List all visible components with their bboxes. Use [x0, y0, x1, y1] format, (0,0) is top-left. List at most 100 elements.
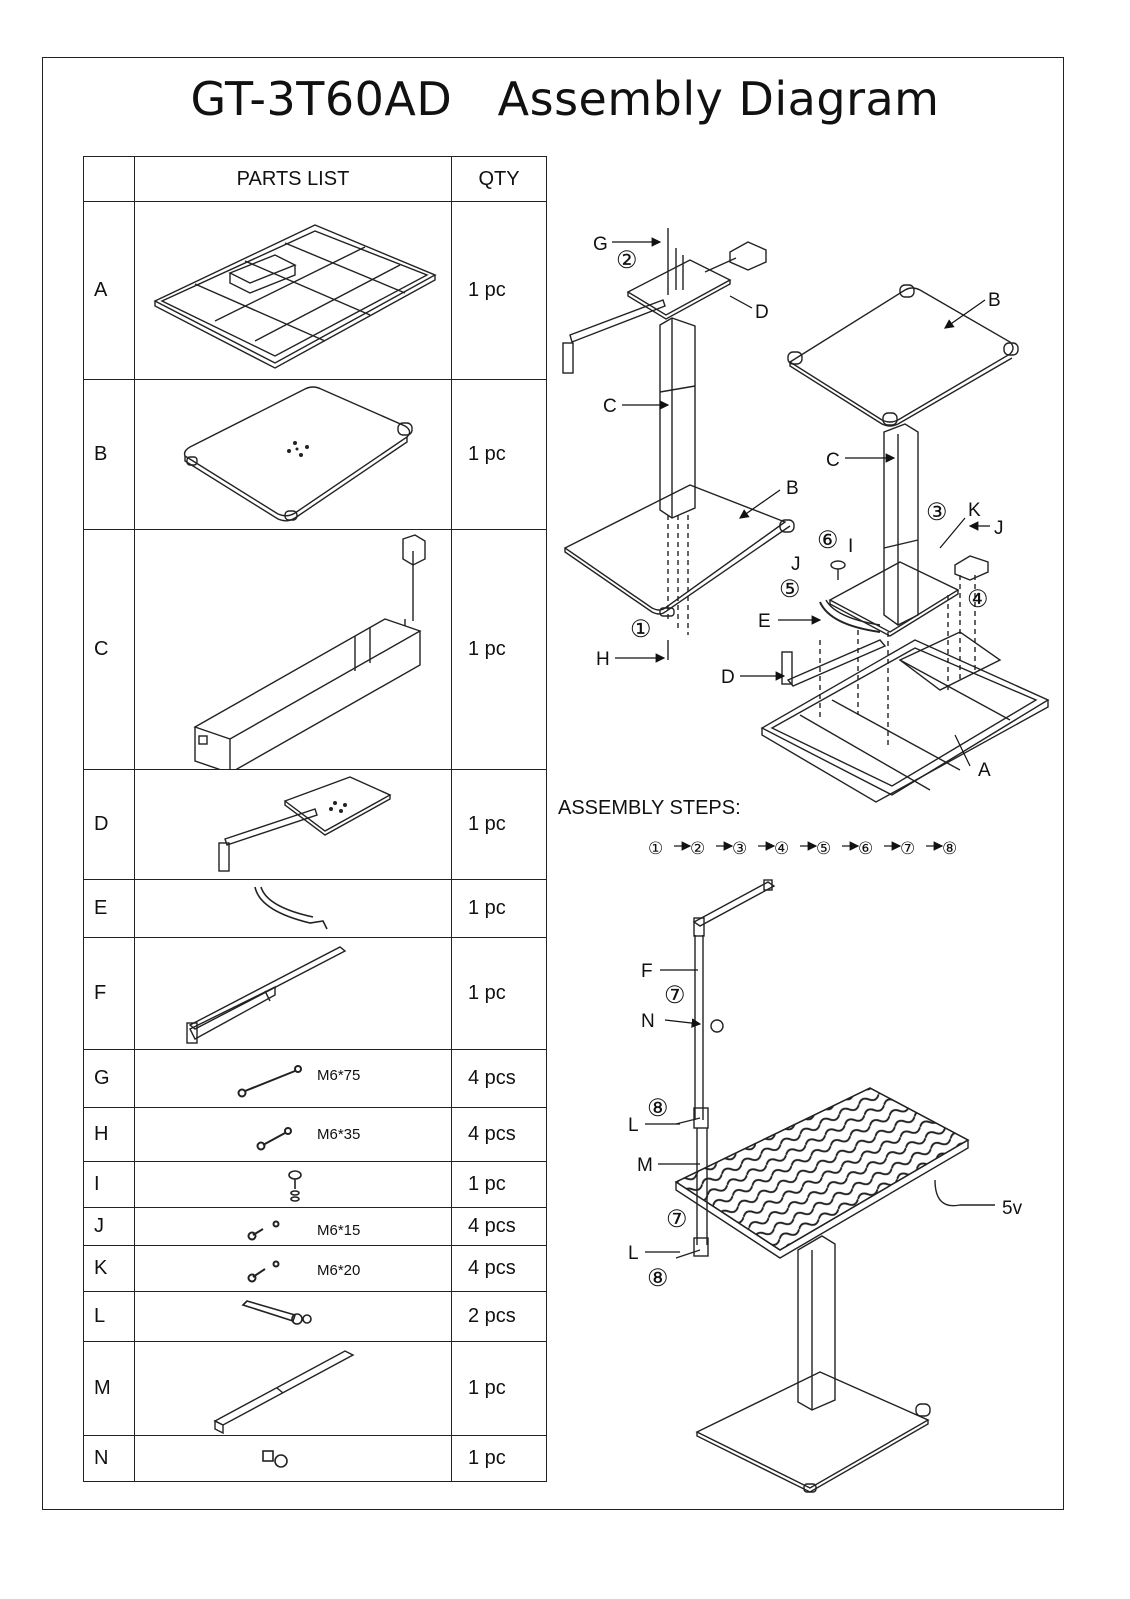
page-title: GT-3T60AD Assembly Diagram [190, 72, 940, 126]
label-M: M [637, 1155, 653, 1176]
clamp-knob-icon [134, 1435, 452, 1482]
step-marker: ① [630, 616, 652, 643]
page-frame [42, 57, 1064, 1510]
table-row: M 1 pc [83, 1341, 547, 1436]
table-row: D 1 pc [83, 769, 547, 880]
lever-handle-icon [134, 1291, 452, 1342]
label-L: L [628, 1115, 639, 1136]
part-spec: M6*15 [317, 1222, 361, 1239]
callouts [612, 237, 990, 1253]
label-D: D [721, 667, 735, 688]
table-row: E 1 pc [83, 879, 547, 938]
part-qty: 2 pcs [451, 1291, 547, 1342]
label-N: N [641, 1011, 655, 1032]
part-spec: M6*35 [317, 1126, 361, 1143]
step-1: ① [648, 839, 663, 858]
part-letter: I [83, 1161, 135, 1208]
part-qty: 1 pc [451, 769, 547, 880]
step-marker: ⑧ [647, 1265, 669, 1292]
part-letter: M [83, 1341, 135, 1436]
assembly-steps-label: ASSEMBLY STEPS: [558, 797, 741, 819]
exploded-view-right [760, 284, 1050, 803]
header-parts-list: PARTS LIST [134, 156, 452, 202]
part-letter: L [83, 1291, 135, 1342]
part-qty: 1 pc [451, 529, 547, 770]
short-bolt-icon: M6*15 [134, 1207, 452, 1246]
step-sequence: ① ② ③ ④ ⑤ ⑥ ⑦ ⑧ [648, 839, 957, 858]
post-bar-icon [134, 1341, 452, 1436]
part-letter: N [83, 1435, 135, 1482]
header-qty: QTY [451, 156, 547, 202]
part-qty: 1 pc [451, 1161, 547, 1208]
callout-labels: G D C B H B C K J I J E D A F N L M L 5v [593, 234, 1023, 1264]
exploded-view-left [562, 228, 795, 660]
step-marker: ④ [967, 586, 989, 613]
label-L: L [628, 1243, 639, 1264]
label-K: K [968, 500, 981, 521]
part-letter: J [83, 1207, 135, 1246]
base-plate-icon [134, 379, 452, 530]
part-qty: 4 pcs [451, 1049, 547, 1108]
label-B: B [786, 478, 799, 499]
part-letter: E [83, 879, 135, 938]
part-letter: F [83, 937, 135, 1050]
label-C: C [603, 396, 617, 417]
label-D: D [755, 302, 769, 323]
step-4: ④ [774, 839, 789, 858]
part-letter: G [83, 1049, 135, 1108]
part-letter: A [83, 201, 135, 380]
step-8: ⑧ [942, 839, 957, 858]
table-row: K M6*20 4 pcs [83, 1245, 547, 1292]
label-J: J [791, 554, 801, 575]
step-marker: ⑦ [664, 982, 686, 1009]
grooming-table-frame-icon [134, 201, 452, 380]
label-C: C [826, 450, 840, 471]
table-row: A 1 pc [83, 201, 547, 380]
assembled-view [674, 879, 995, 1493]
table-row: N 1 pc [83, 1435, 547, 1482]
step-marker: ② [616, 247, 638, 274]
lift-column-icon [134, 529, 452, 770]
step-3: ③ [732, 839, 747, 858]
parts-table-header: PARTS LIST QTY [83, 156, 547, 202]
table-row: C 1 pc [83, 529, 547, 770]
label-J: J [994, 518, 1004, 539]
label-H: H [596, 649, 610, 670]
part-qty: 1 pc [451, 937, 547, 1050]
parts-table: PARTS LIST QTY A 1 pc [83, 156, 547, 1482]
label-E: E [758, 611, 771, 632]
label-I: I [848, 536, 853, 557]
medium-bolt-icon: M6*35 [134, 1107, 452, 1162]
label-B: B [988, 290, 1001, 311]
label-power: 5v [1002, 1198, 1023, 1219]
part-qty: 4 pcs [451, 1245, 547, 1292]
step-7: ⑦ [900, 839, 915, 858]
step-markers: ② ① ③ ⑥ ⑤ ④ ⑦ ⑧ ⑦ ⑧ [616, 247, 989, 1292]
short-bolt-icon: M6*20 [134, 1245, 452, 1292]
label-A: A [978, 760, 991, 781]
part-spec: M6*75 [317, 1067, 361, 1084]
step-marker: ⑦ [666, 1206, 688, 1233]
mounting-plate-arm-icon [134, 769, 452, 880]
step-marker: ⑧ [647, 1095, 669, 1122]
table-row: H M6*35 4 pcs [83, 1107, 547, 1162]
table-row: L 2 pcs [83, 1291, 547, 1342]
knob-screw-icon [134, 1161, 452, 1208]
part-qty: 1 pc [451, 1341, 547, 1436]
step-6: ⑥ [858, 839, 873, 858]
step-marker: ⑤ [779, 576, 801, 603]
part-qty: 1 pc [451, 879, 547, 938]
step-marker: ③ [926, 499, 948, 526]
step-marker: ⑥ [817, 527, 839, 554]
part-qty: 1 pc [451, 201, 547, 380]
label-F: F [641, 961, 653, 982]
part-qty: 1 pc [451, 379, 547, 530]
label-G: G [593, 234, 608, 255]
step-2: ② [690, 839, 705, 858]
step-5: ⑤ [816, 839, 831, 858]
table-row: B 1 pc [83, 379, 547, 530]
part-spec: M6*20 [317, 1262, 361, 1279]
table-row: I 1 pc [83, 1161, 547, 1208]
part-qty: 1 pc [451, 1435, 547, 1482]
